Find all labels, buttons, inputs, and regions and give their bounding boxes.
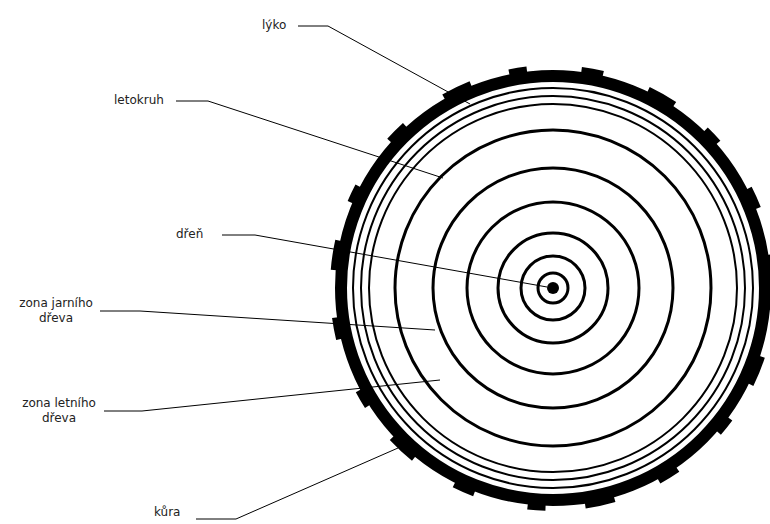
growth-ring [538, 273, 568, 303]
part-label: zona letního dřeva [14, 396, 104, 426]
part-label: zona jarního dřeva [12, 296, 100, 326]
leader-line [176, 101, 443, 178]
part-label: lýko [262, 18, 286, 33]
growth-ring [467, 202, 639, 374]
leader-line [196, 448, 398, 519]
leader-line [222, 235, 547, 287]
growth-ring [521, 256, 585, 320]
bast-ring [353, 88, 753, 488]
part-label: kůra [154, 505, 180, 520]
part-label: dřeň [176, 227, 203, 242]
bark-bumps [333, 68, 770, 508]
bark-ring [341, 76, 765, 500]
growth-ring [361, 96, 745, 480]
leader-line [104, 380, 440, 411]
growth-ring [369, 104, 737, 472]
part-label: letokruh [114, 93, 164, 108]
growth-ring [498, 233, 608, 343]
leader-line [100, 311, 435, 330]
pith-dot [547, 282, 559, 294]
growth-ring [433, 168, 673, 408]
leader-line [298, 26, 470, 104]
